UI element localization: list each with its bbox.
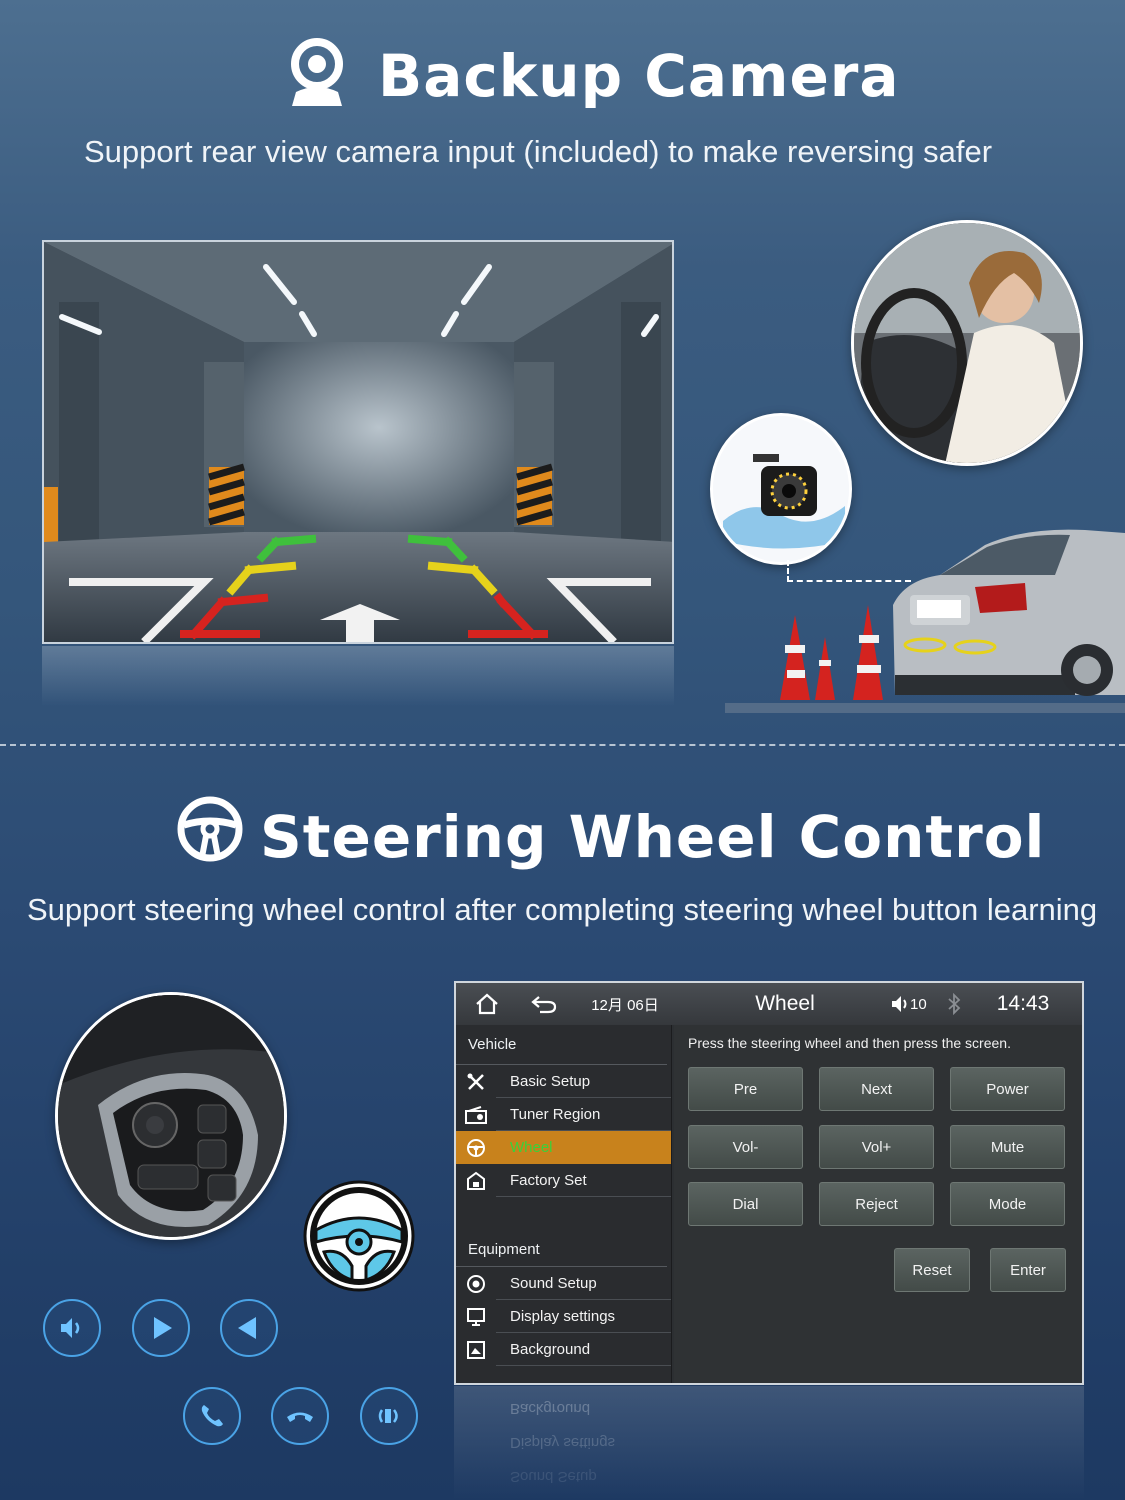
menu-item-label: Wheel (510, 1139, 553, 1156)
steering-wheel-title: Steering Wheel Control (260, 803, 1046, 871)
speaker-icon (456, 1274, 496, 1294)
rear-view-camera-image (42, 240, 674, 644)
menu-item-label: Background (496, 1333, 671, 1366)
status-title: Wheel (755, 992, 815, 1015)
reflection-text: Background (510, 1400, 591, 1417)
steering-wheel-icon (456, 1138, 496, 1158)
driver-photo (851, 220, 1083, 466)
menu-item-sound-setup[interactable]: Sound Setup (456, 1267, 671, 1300)
key-mute-button[interactable]: Mute (950, 1125, 1065, 1169)
key-power-button[interactable]: Power (950, 1067, 1065, 1111)
key-vol-down-button[interactable]: Vol- (688, 1125, 803, 1169)
car-rear-illustration (725, 525, 1125, 720)
tools-icon (456, 1072, 496, 1092)
steering-wheel-heading-icon (176, 795, 244, 863)
volume-icon (61, 1318, 80, 1338)
voice-icon (378, 1409, 398, 1423)
menu-item-label: Sound Setup (496, 1267, 671, 1300)
hang-up-icon (287, 1412, 313, 1422)
volume-level: 10 (910, 995, 927, 1013)
play-icon (154, 1317, 172, 1339)
status-bar: 12月 06日 Wheel 10 14:43 (456, 983, 1082, 1025)
speaker-icon (892, 996, 907, 1012)
menu-item-background[interactable]: Background (456, 1333, 671, 1366)
backup-camera-subtitle: Support rear view camera input (included… (84, 134, 993, 169)
vehicle-section-label: Vehicle (456, 1025, 667, 1065)
wheel-learning-panel: Press the steering wheel and then press … (674, 1025, 1082, 1383)
hang-up-button[interactable] (271, 1387, 329, 1445)
key-next-button[interactable]: Next (819, 1067, 934, 1111)
steering-wheel-icon (302, 1176, 416, 1296)
phone-icon (201, 1405, 223, 1427)
key-vol-up-button[interactable]: Vol+ (819, 1125, 934, 1169)
reverse-icon (238, 1317, 256, 1339)
volume-indicator: 10 (890, 994, 940, 1014)
key-reject-button[interactable]: Reject (819, 1182, 934, 1226)
voice-assistant-button[interactable] (360, 1387, 418, 1445)
section-divider (0, 744, 1125, 746)
steering-wheel-subtitle: Support steering wheel control after com… (27, 892, 1098, 927)
menu-item-label: Factory Set (496, 1164, 671, 1197)
status-date: 12月 06日 (591, 996, 659, 1014)
volume-button[interactable] (43, 1299, 101, 1357)
menu-item-label: Display settings (496, 1300, 671, 1333)
answer-call-button[interactable] (183, 1387, 241, 1445)
head-unit-screen: 12月 06日 Wheel 10 14:43 Vehicle Basic Set… (454, 981, 1084, 1385)
previous-track-button[interactable] (220, 1299, 278, 1357)
backup-camera-product (710, 413, 852, 565)
image-icon (456, 1340, 496, 1360)
factory-icon (456, 1171, 496, 1191)
status-time: 14:43 (996, 992, 1050, 1015)
menu-item-tuner-region[interactable]: Tuner Region (456, 1098, 671, 1131)
menu-item-factory-set[interactable]: Factory Set (456, 1164, 671, 1197)
back-button[interactable] (518, 993, 570, 1015)
menu-item-basic-setup[interactable]: Basic Setup (456, 1065, 671, 1098)
screen-reflection: Background Display settings Sound Setup (454, 1386, 1084, 1500)
menu-item-wheel[interactable]: Wheel (456, 1131, 671, 1164)
key-pre-button[interactable]: Pre (688, 1067, 803, 1111)
enter-button[interactable]: Enter (990, 1248, 1066, 1292)
menu-item-display-settings[interactable]: Display settings (456, 1300, 671, 1333)
back-icon (531, 996, 557, 1014)
backup-camera-title: Backup Camera (378, 42, 900, 110)
menu-item-label: Tuner Region (496, 1098, 671, 1131)
equipment-section-label: Equipment (456, 1233, 667, 1267)
home-button[interactable] (456, 992, 518, 1016)
home-icon (476, 993, 498, 1015)
learning-instructions: Press the steering wheel and then press … (688, 1035, 1011, 1051)
camera-heading-icon (288, 38, 346, 110)
menu-item-label: Basic Setup (496, 1065, 671, 1098)
monitor-icon (456, 1307, 496, 1327)
reflection-text: Sound Setup (510, 1468, 597, 1485)
steering-wheel-buttons-photo (55, 992, 287, 1240)
reflection-text: Display settings (510, 1434, 616, 1451)
camera-image-reflection (42, 646, 674, 706)
key-dial-button[interactable]: Dial (688, 1182, 803, 1226)
next-track-button[interactable] (132, 1299, 190, 1357)
radio-icon (456, 1105, 496, 1124)
settings-menu: Vehicle Basic Setup Tuner Region Wheel F… (456, 1025, 672, 1383)
key-mode-button[interactable]: Mode (950, 1182, 1065, 1226)
bluetooth-icon (940, 993, 968, 1015)
camera-leader-line (787, 560, 911, 582)
reset-button[interactable]: Reset (894, 1248, 970, 1292)
